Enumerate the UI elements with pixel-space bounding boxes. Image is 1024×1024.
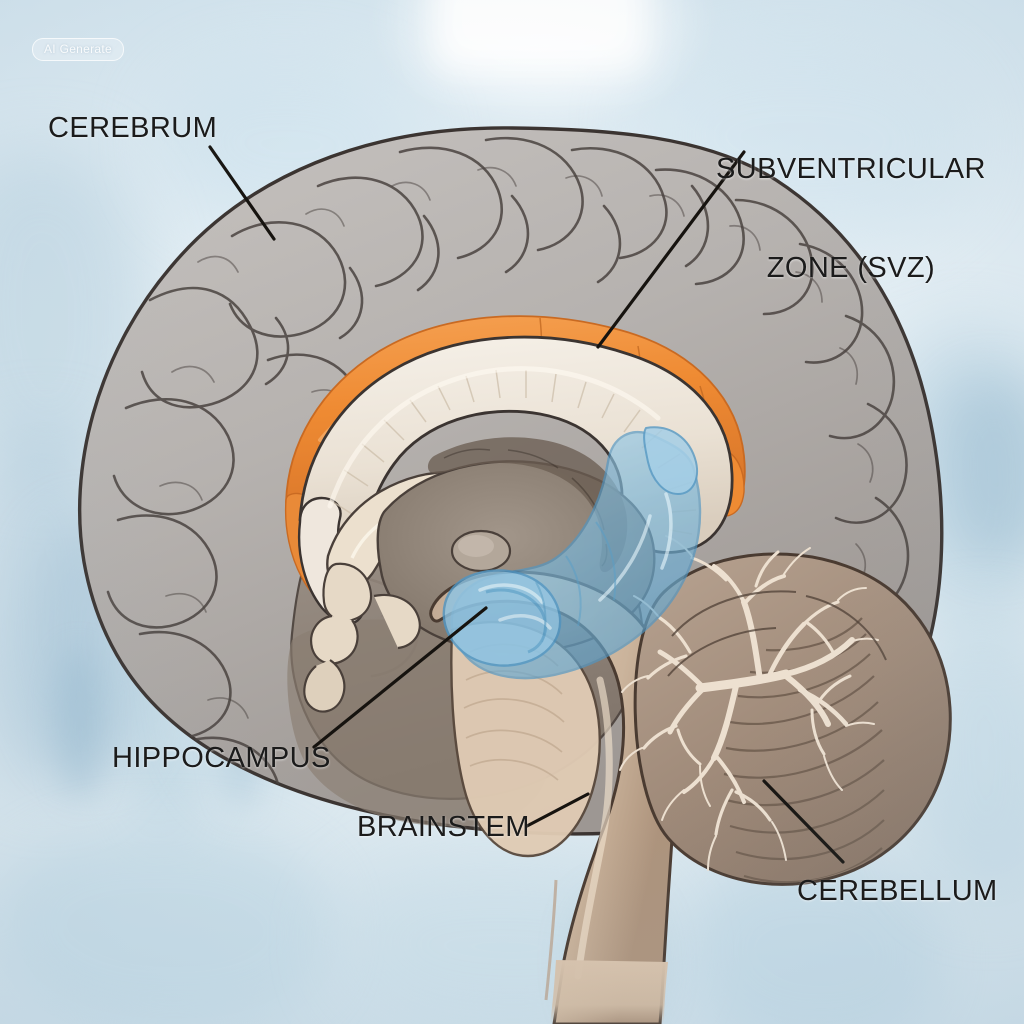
label-svz-line1: SUBVENTRICULAR <box>716 153 986 186</box>
ai-generate-watermark: AI Generate <box>32 38 125 61</box>
leader-lines <box>208 145 845 864</box>
background-blob <box>60 650 98 800</box>
hippocampus-structure <box>442 426 702 680</box>
background-blob <box>940 380 1024 560</box>
septum-pellucidum <box>303 562 421 713</box>
ceiling-light-panel <box>435 0 645 68</box>
label-hippocampus: HIPPOCAMPUS <box>112 742 331 774</box>
label-svz-line2: ZONE (SVZ) <box>766 252 936 285</box>
label-brainstem: BRAINSTEM <box>357 811 530 843</box>
leader-line-cerebellum <box>762 779 845 864</box>
label-subventricular-zone: SUBVENTRICULAR ZONE (SVZ) <box>716 87 986 351</box>
background-blob <box>0 830 330 1024</box>
spinal-cord <box>550 960 668 1024</box>
leader-line-subventricular-zone <box>596 150 746 349</box>
leader-line-brainstem <box>525 792 590 828</box>
leader-line-hippocampus <box>312 606 488 749</box>
label-cerebrum: CEREBRUM <box>48 112 218 144</box>
leader-line-cerebrum <box>208 145 276 241</box>
background-blob <box>690 860 940 1024</box>
label-cerebellum: CEREBELLUM <box>797 875 998 907</box>
